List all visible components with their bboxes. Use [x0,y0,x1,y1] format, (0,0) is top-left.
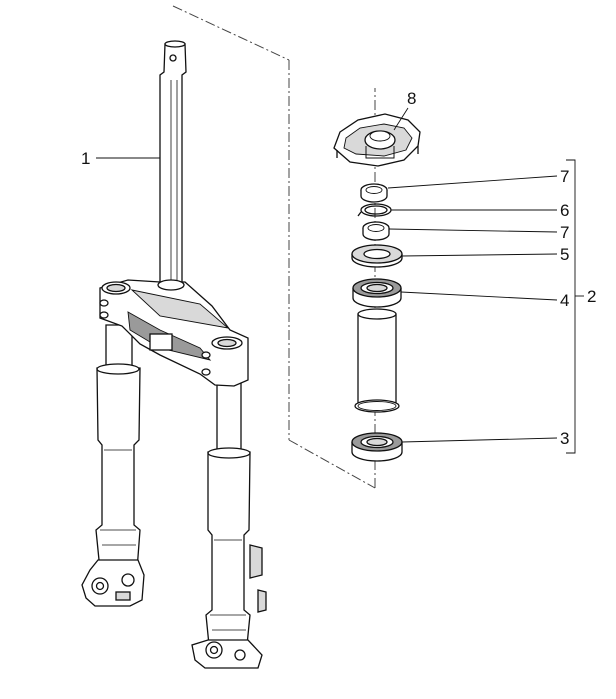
ring-part-7-lower [362,221,390,241]
assembly-plane-outline [172,5,376,489]
callout-4: 4 [560,291,569,310]
group-2-bracket [566,159,576,454]
leader-8 [393,107,409,131]
callout-7-lower: 7 [560,223,569,242]
bearing-race-part-5 [351,244,403,268]
circlip-part-6 [357,203,392,217]
leader-5 [401,253,558,257]
top-cover-part-8 [333,113,421,167]
bearing-part-4 [352,278,402,308]
callout-5: 5 [560,245,569,264]
leader-7-upper [387,175,558,189]
left-axle-bracket [81,559,145,607]
head-tube-sleeve [354,308,400,413]
callout-6: 6 [560,201,569,220]
callout-2: 2 [587,287,596,306]
callout-3: 3 [560,429,569,448]
leader-3 [401,437,558,443]
right-axle-bracket [191,639,263,669]
bearing-part-3 [351,432,403,462]
fork-assembly-part-1 [81,40,267,669]
ring-part-7-upper [360,183,388,203]
leader-7-lower [388,228,558,233]
callout-labels: 1 8 7 6 7 5 4 2 3 [81,89,596,448]
right-fork-slider [205,451,251,656]
callout-7-upper: 7 [560,167,569,186]
leader-lines [96,107,584,454]
right-fork-inner-tube [216,374,242,456]
leader-4 [400,291,558,301]
left-fork-slider [95,367,141,571]
steering-tube [159,43,187,286]
callout-8: 8 [407,89,416,108]
callout-1: 1 [81,149,90,168]
